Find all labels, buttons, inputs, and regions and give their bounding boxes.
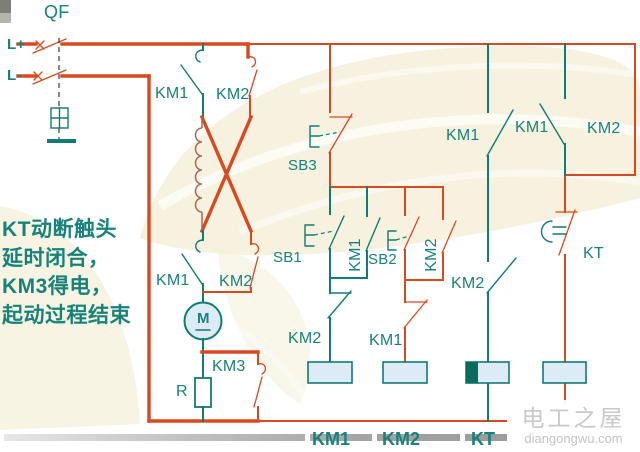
km2-main-upper-label: KM2 <box>216 86 250 103</box>
bottom-decoration-bar <box>4 434 507 441</box>
note-line: 延时闭合， <box>2 246 110 270</box>
kt-coil-label: KT <box>471 429 495 449</box>
km3-contact-label: KM3 <box>212 358 246 375</box>
control-rails <box>247 43 636 422</box>
l-minus-label: L- <box>7 67 22 84</box>
km2-holding-label: KM2 <box>422 238 440 272</box>
sb3-stop-button <box>309 43 444 188</box>
background-swirl <box>0 45 640 430</box>
km2-branch3-label: KM2 <box>451 275 485 292</box>
sb1-label: SB1 <box>273 249 302 266</box>
km2-interlock-label: KM2 <box>288 330 322 347</box>
reversing-cross-wires <box>199 114 254 234</box>
annotation-note: KT动断触头 延时闭合， KM3得电， 起动过程结束 <box>2 216 131 330</box>
km2-main-contact-upper <box>247 56 258 119</box>
km1-main-contact-lower <box>181 230 204 304</box>
km3-bypass-contact <box>200 350 267 422</box>
sb3-label: SB3 <box>288 157 317 174</box>
km2-holding-contact <box>404 186 457 281</box>
kt-delay-contact <box>540 209 578 404</box>
km2-coil <box>382 361 428 384</box>
km1-branch4-label: KM1 <box>515 119 549 136</box>
motor-label: M <box>197 310 210 327</box>
watermark-box: 电工之屋 diangongwu.com <box>507 400 640 452</box>
kt-coil-branch <box>486 43 517 422</box>
km1-coil-label: KM1 <box>312 429 351 449</box>
starting-resistor <box>194 338 212 422</box>
bar-gap <box>305 434 310 441</box>
km1-main-lower-label: KM1 <box>156 272 190 289</box>
kt-timer-coil <box>465 361 510 384</box>
kt-contact-label: KT <box>583 245 604 262</box>
km2-interlock-contact <box>327 277 352 363</box>
km2-main-contact-lower <box>202 230 260 293</box>
watermark-site-url: diangongwu.com <box>524 430 623 446</box>
km1-main-contact-upper <box>180 43 204 119</box>
km2-coil-label: KM2 <box>382 429 421 449</box>
km1-holding-contact <box>329 186 381 279</box>
l-plus-label: L+ <box>7 36 26 53</box>
km3-coil <box>542 361 587 384</box>
sb1-start-button <box>304 186 345 279</box>
sb2-start-button <box>387 186 420 281</box>
km1-coil <box>307 361 353 384</box>
field-winding-inductor <box>194 118 203 230</box>
resistor-label: R <box>176 383 188 400</box>
km1-branch3-label: KM1 <box>446 127 480 144</box>
sb2-label: SB2 <box>368 251 397 268</box>
km1-holding-label: KM1 <box>346 238 364 272</box>
watermark-site-name: 电工之屋 <box>521 404 626 431</box>
km2-main-lower-label: KM2 <box>219 273 253 290</box>
km3-coil-branch <box>539 43 566 213</box>
km1-interlock-contact <box>403 279 428 363</box>
slide-corner-mark <box>0 0 11 23</box>
km2-branch4-label: KM2 <box>587 120 621 137</box>
qf-label: QF <box>44 2 70 22</box>
qf-breaker <box>16 38 250 143</box>
note-line: KT动断触头 <box>2 218 117 241</box>
km1-interlock-label: KM1 <box>369 332 403 349</box>
bar-gap <box>372 434 377 441</box>
bar-gap <box>460 434 465 441</box>
km1-main-upper-label: KM1 <box>155 85 189 102</box>
note-line: KM3得电， <box>2 275 113 298</box>
note-line: 起动过程结束 <box>2 303 131 327</box>
